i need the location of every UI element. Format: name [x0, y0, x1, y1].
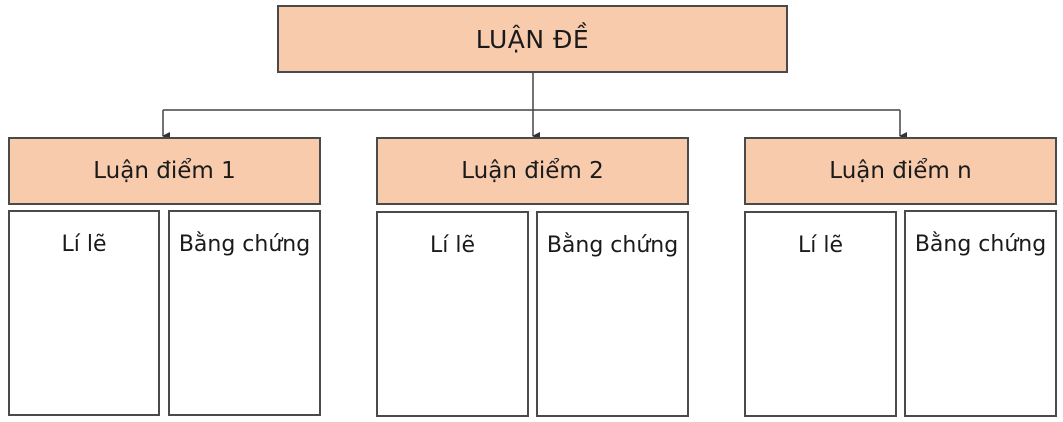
- evidence-label: Bằng chứng: [546, 233, 679, 258]
- branch-2-reasoning-box: Lí lẽ: [376, 211, 529, 417]
- branch-n-label: Luận điểm n: [829, 158, 972, 184]
- root-node: LUẬN ĐỀ: [277, 5, 788, 73]
- branch-1-evidence-box: Bằng chứng: [168, 210, 321, 416]
- reasoning-label: Lí lẽ: [429, 233, 475, 258]
- branch-1-label: Luận điểm 1: [93, 158, 236, 184]
- branch-2-evidence-box: Bằng chứng: [536, 211, 689, 417]
- evidence-label: Bằng chứng: [914, 232, 1047, 257]
- branch-1-header: Luận điểm 1: [8, 137, 321, 205]
- branch-2-header: Luận điểm 2: [376, 137, 689, 205]
- evidence-label: Bằng chứng: [178, 232, 311, 257]
- branch-1-reasoning-box: Lí lẽ: [8, 210, 160, 416]
- branch-n-reasoning-box: Lí lẽ: [744, 211, 897, 417]
- reasoning-label: Lí lẽ: [797, 233, 843, 258]
- branch-n-header: Luận điểm n: [744, 137, 1057, 205]
- root-label: LUẬN ĐỀ: [475, 24, 590, 54]
- branch-2-label: Luận điểm 2: [461, 158, 604, 184]
- reasoning-label: Lí lẽ: [61, 232, 107, 257]
- branch-n-evidence-box: Bằng chứng: [904, 210, 1057, 417]
